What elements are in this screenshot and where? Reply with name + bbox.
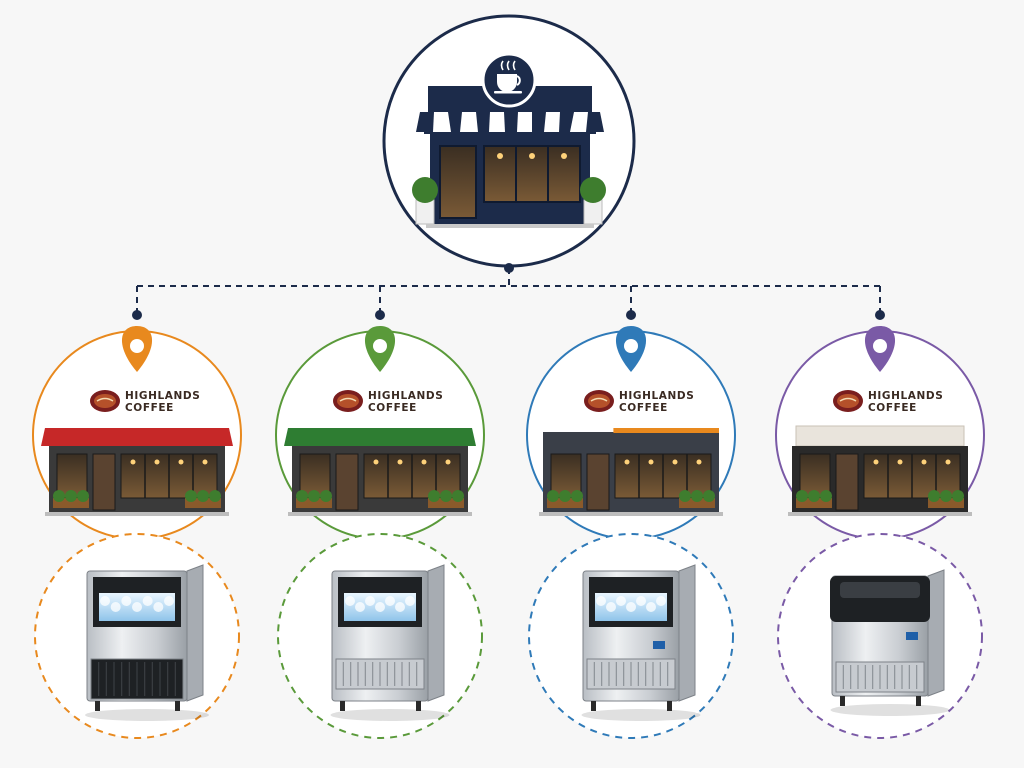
branch-storefront	[284, 428, 476, 516]
connector-nodes	[132, 263, 885, 320]
brand-name-line2: COFFEE	[868, 402, 917, 414]
ice-machine	[330, 564, 450, 721]
branch-storefront	[41, 428, 233, 516]
brand-name-line2: COFFEE	[368, 402, 417, 414]
branch-awning	[284, 428, 476, 446]
hq-plant-left	[412, 177, 438, 225]
location-pin-icon	[864, 326, 896, 372]
brand-name-line2: COFFEE	[619, 402, 668, 414]
brand-name-line1: HIGHLANDS	[125, 390, 200, 402]
branch-storefront	[788, 425, 972, 516]
ice-machine	[830, 569, 950, 716]
location-pin-icon	[121, 326, 153, 372]
branch-door	[586, 453, 610, 511]
coffee-cup-icon	[481, 52, 537, 108]
hq-plant-right	[580, 177, 606, 225]
branch-door	[835, 453, 859, 511]
location-pin-icon	[364, 326, 396, 372]
hq-storefront	[412, 52, 606, 228]
branch-door	[92, 453, 116, 511]
branch-door	[335, 453, 359, 511]
ice-machine	[85, 564, 209, 721]
brand-name-line2: COFFEE	[125, 402, 174, 414]
brand-name-line1: HIGHLANDS	[619, 390, 694, 402]
brand-name-line1: HIGHLANDS	[368, 390, 443, 402]
hq-door	[439, 145, 477, 219]
brand-name-line1: HIGHLANDS	[868, 390, 943, 402]
headquarters-node	[382, 14, 636, 268]
branch-awning	[41, 428, 233, 446]
branch-storefront	[539, 428, 723, 516]
connector-lines	[136, 268, 881, 314]
branch-nodes: HIGHLANDSCOFFEEHIGHLANDSCOFFEEHIGHLANDSC…	[32, 326, 985, 739]
ice-machine	[581, 564, 701, 721]
hq-awning	[416, 112, 604, 132]
location-pin-icon	[615, 326, 647, 372]
